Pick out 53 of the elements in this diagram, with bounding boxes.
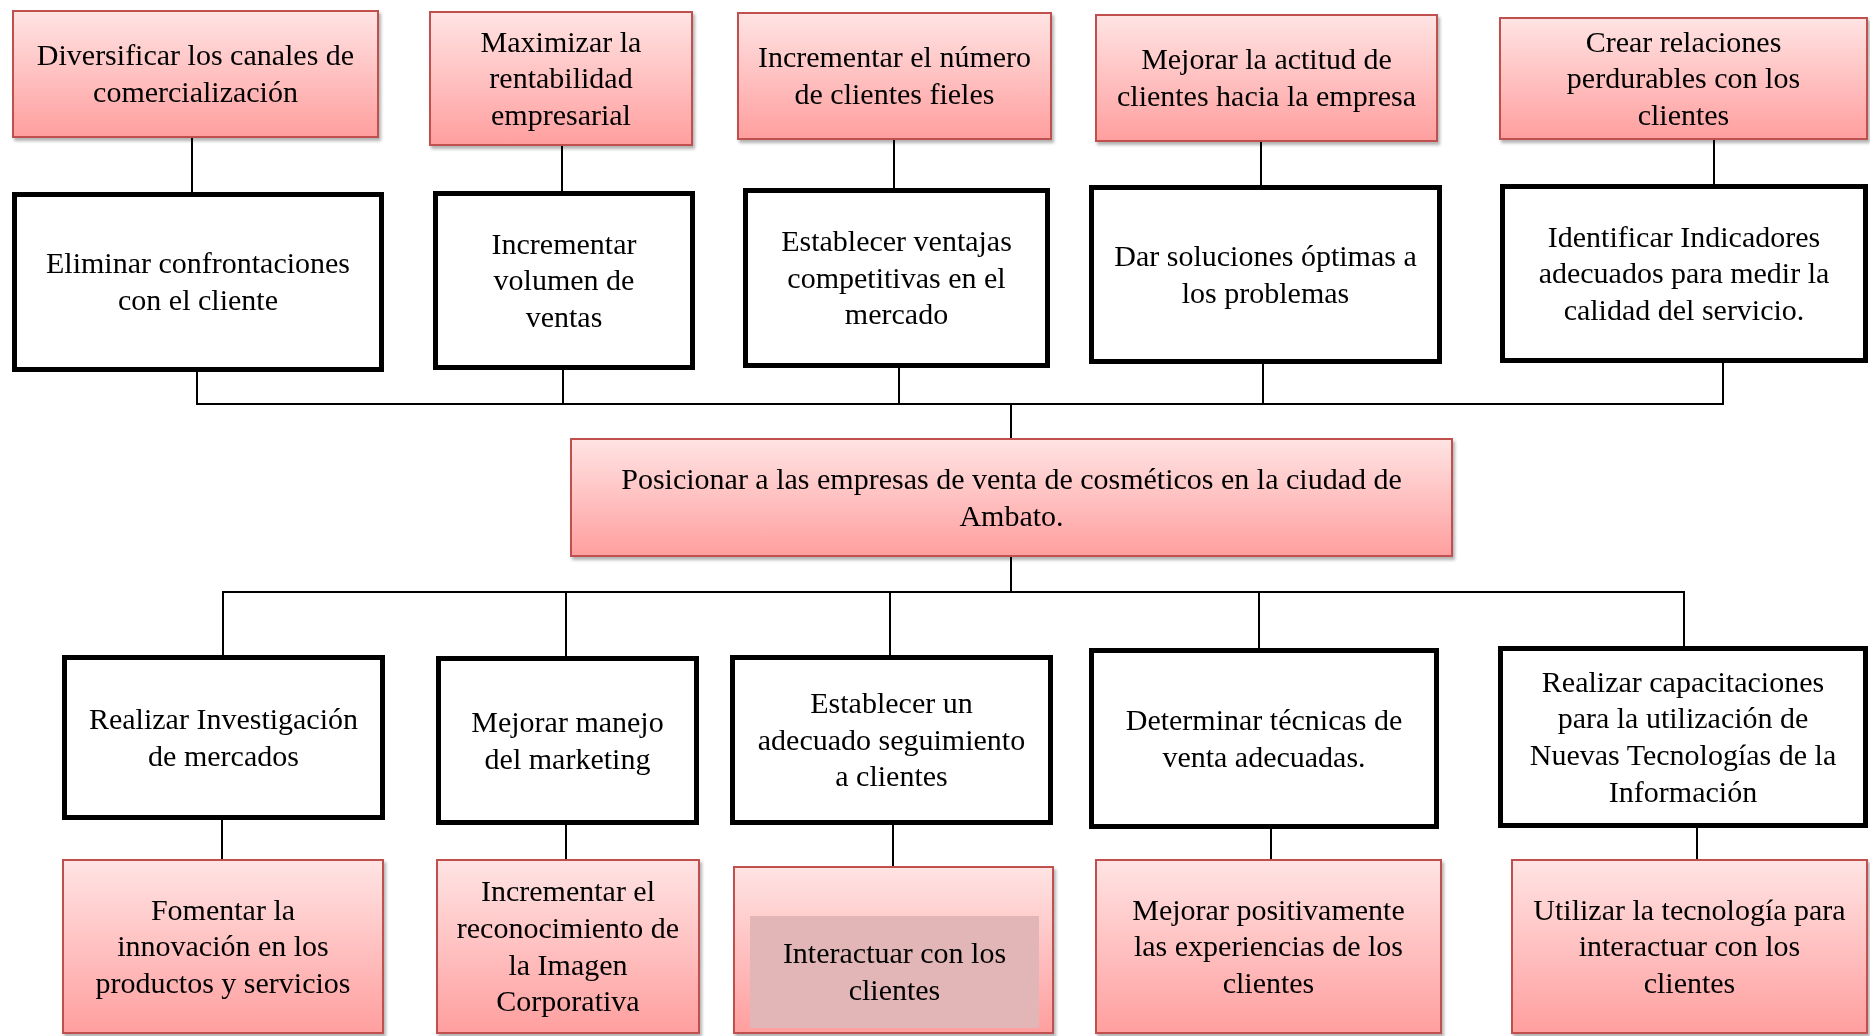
goal-text: Crear relaciones perdurables con los clientes [1565,23,1802,133]
means-box [1089,185,1442,364]
goal-box [733,866,1054,1034]
goal-text: Maximizar la rentabilidad empresarial [479,23,643,133]
connector-line [1696,827,1698,860]
connector-line [893,139,895,189]
goal-text: Dar soluciones óptimas a los problemas [1113,237,1418,311]
connector-line [1270,828,1272,860]
goal-text: Incrementar el reconocimiento de la Imagen Corporativa [455,873,681,1020]
means-box [730,655,1053,825]
goal-text: Fomentar la innovación en los productos y servicios [94,891,352,1001]
means-box [750,916,1039,1028]
connector-line [1713,139,1715,185]
goal-text: Interactuar con los clientes [781,935,1008,1008]
objective-box [429,11,693,146]
goal-text: Eliminar confrontaciones con el cliente [44,245,352,318]
goal-text: Realizar Investigación de mercados [87,700,360,774]
connector-line [1260,141,1262,186]
goal-text: Incrementar el número de clientes fieles [756,39,1033,112]
goal-text: Identificar Indicadores adecuados para medir la calidad del servicio. [1537,218,1831,328]
objective-box [1095,859,1442,1034]
means-box [1500,184,1868,363]
means-box [1498,646,1868,828]
goal-text: Diversificar los canales de comercialización [35,37,356,110]
objective-box [1499,17,1868,140]
connector-line [221,819,223,860]
means-box [436,656,699,825]
goal-text: Establecer ventajas competitivas en el mercado [780,223,1013,333]
objective-box [737,12,1052,140]
connector-line [892,824,894,867]
goal-text: Mejorar la actitud de clientes hacia la empresa [1116,41,1417,114]
goal-text: Determinar técnicas de venta adecuadas. [1124,701,1404,775]
means-box [743,188,1050,368]
means-box [12,192,384,372]
means-box [1089,648,1439,829]
means-box [433,191,695,370]
connector-line [561,145,563,192]
objective-box [436,859,700,1034]
goal-text: Incrementar volumen de ventas [490,225,638,335]
objective-box [12,10,379,138]
connector-line [191,137,193,193]
goal-text: Mejorar manejo del marketing [470,703,665,777]
objective-box [1095,14,1438,142]
goal-text: Mejorar positivamente las experiencias de los clientes [1131,891,1406,1001]
objective-box [570,438,1453,557]
goal-text: Utilizar la tecnología para interactuar con los clientes [1532,891,1847,1001]
goal-text: Realizar capacitaciones para la utilización de Nuevas Tecnologías de la Información [1528,663,1838,810]
goal-text: Posicionar a las empresas de venta de cosméticos en la ciudad de Ambato. [620,460,1403,534]
connector-line [565,824,567,860]
means-box [62,655,385,820]
objective-box [1511,859,1868,1034]
objective-box [62,859,384,1034]
goal-text: Establecer un adecuado seguimiento a clientes [756,685,1027,795]
